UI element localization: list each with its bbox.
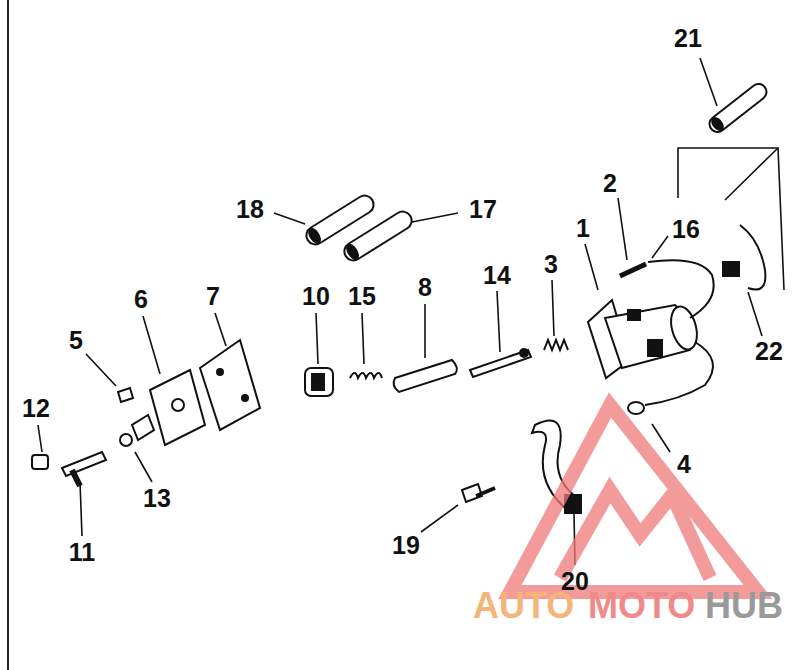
leader-line (362, 313, 364, 364)
cover-parts (32, 455, 48, 469)
cover-parts (150, 370, 205, 445)
leader-line (135, 452, 152, 482)
watermark-text: MOTO (588, 588, 695, 624)
page-border (7, 0, 9, 670)
leader-line (552, 280, 554, 336)
callout-number: 15 (348, 284, 376, 309)
callout-number: 4 (677, 452, 691, 477)
clamp-parts (476, 488, 495, 496)
cover-parts (242, 395, 248, 401)
tube-part (307, 227, 322, 245)
plunger-parts (544, 340, 568, 350)
callout-number: 13 (143, 486, 171, 511)
callout-number: 6 (134, 287, 148, 312)
leader-line (585, 244, 598, 290)
solenoid-part (588, 300, 701, 378)
tube-part (710, 116, 725, 132)
leader-line (652, 424, 670, 452)
plunger-parts (520, 349, 528, 357)
leader-line (412, 213, 458, 222)
callout-number: 2 (603, 171, 617, 196)
solenoid-part (648, 340, 662, 356)
callout-number: 21 (674, 26, 702, 51)
solenoid-part (628, 310, 640, 320)
callout-number: 10 (302, 284, 330, 309)
callout-number: 3 (544, 252, 558, 277)
plunger-parts (305, 340, 568, 396)
leader-line (274, 213, 305, 224)
leader-line (424, 304, 426, 358)
callout-number: 8 (418, 275, 432, 300)
watermark-logo (510, 405, 758, 592)
leader-line (215, 313, 226, 346)
callout-number: 5 (69, 328, 83, 353)
cover-parts (120, 434, 132, 446)
leader-line (86, 354, 116, 386)
callout-number: 12 (22, 396, 50, 421)
plunger-parts (470, 350, 531, 377)
leader-line (618, 198, 627, 260)
leader-line (38, 58, 762, 565)
terminal-wire (620, 264, 646, 276)
watermark-text: AUTO (473, 588, 574, 624)
leader-line (748, 292, 762, 336)
watermark-text: HUB (705, 588, 783, 624)
clamp-parts (723, 262, 739, 276)
terminal-wire (648, 260, 714, 318)
cover-parts (217, 369, 223, 375)
plunger-parts (350, 373, 382, 378)
leader-line (80, 482, 82, 536)
solenoid-part (667, 304, 702, 353)
cover-parts (72, 470, 80, 486)
plunger-parts (305, 368, 333, 396)
callout-number: 17 (469, 197, 497, 222)
clamp-parts (740, 225, 765, 290)
plunger-parts (312, 374, 324, 390)
callout-number: 18 (236, 197, 264, 222)
bracket-line (725, 148, 778, 200)
leader-line (38, 425, 42, 452)
terminal-wire (628, 402, 644, 414)
callout-number: 16 (672, 217, 700, 242)
terminal-wire (645, 342, 713, 405)
cover-parts (118, 388, 133, 402)
leader-line (421, 505, 458, 532)
callout-number: 11 (69, 540, 95, 565)
leader-line (316, 313, 318, 364)
watermark-logo (510, 405, 758, 592)
cover-parts (172, 399, 184, 411)
callout-number: 14 (483, 263, 511, 288)
leader-line (143, 316, 160, 374)
tube-part (341, 208, 415, 264)
cover-parts (62, 452, 106, 476)
clamp-parts (462, 225, 765, 513)
cover-parts (132, 415, 154, 440)
plunger-parts (394, 360, 457, 392)
leader-line (497, 291, 500, 352)
leader-line (700, 58, 717, 106)
tube-part (706, 81, 769, 135)
callout-number: 7 (206, 284, 220, 309)
terminal-wire (620, 260, 714, 414)
tube-part (303, 81, 770, 264)
cover-parts (32, 340, 260, 486)
callout-number: 19 (392, 533, 420, 558)
tube-part (706, 81, 769, 135)
leader-line (652, 236, 668, 258)
callout-number: 1 (576, 216, 590, 241)
tube-part (341, 208, 415, 264)
page-border (7, 0, 9, 670)
cover-parts (200, 340, 260, 430)
callout-number: 22 (755, 339, 783, 364)
watermark-logo (560, 490, 710, 578)
tube-part (345, 243, 360, 261)
